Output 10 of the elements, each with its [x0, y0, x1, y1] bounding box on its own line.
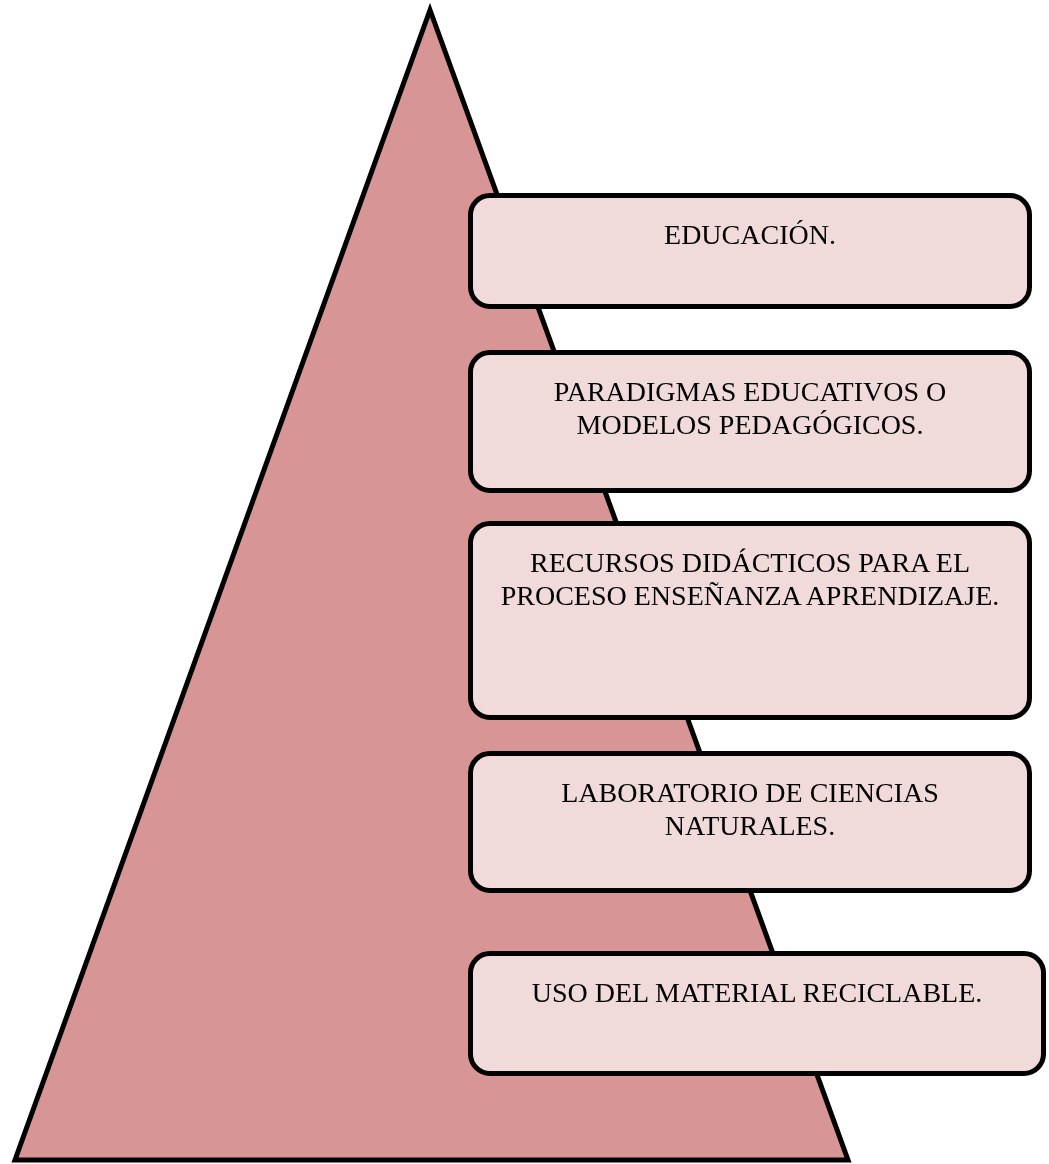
box-text: LABORATORIO DE CIENCIAS NATURALES. [560, 776, 940, 842]
text-box [468, 951, 1046, 1076]
box-text: USO DEL MATERIAL RECICLABLE. [531, 976, 983, 1009]
box-text: EDUCACIÓN. [664, 218, 836, 251]
box-text: PARADIGMAS EDUCATIVOS O MODELOS PEDAGÓGICOS. [552, 375, 948, 441]
text-box [468, 521, 1032, 720]
text-box [468, 751, 1032, 893]
text-box [468, 193, 1032, 309]
box-text: RECURSOS DIDÁCTICOS PARA EL PROCESO ENSEÑANZA APRENDIZAJE. [499, 546, 1001, 612]
text-box [468, 350, 1032, 493]
